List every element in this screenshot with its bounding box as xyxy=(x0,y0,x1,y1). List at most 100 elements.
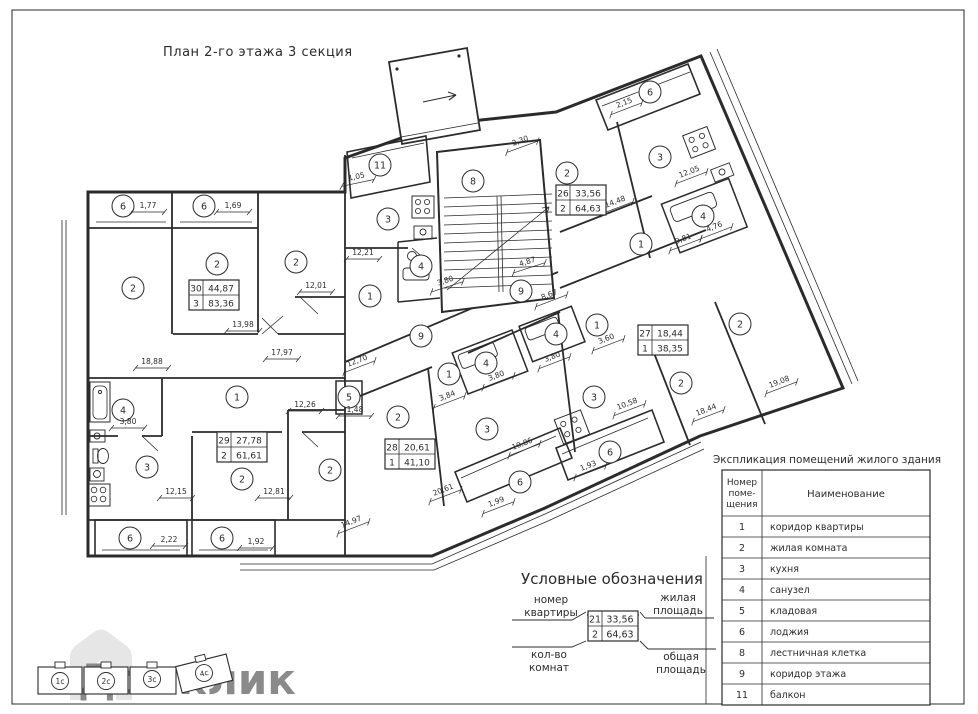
svg-text:12,01: 12,01 xyxy=(305,281,327,290)
svg-text:1,48: 1,48 xyxy=(347,405,364,414)
svg-text:3: 3 xyxy=(739,564,745,575)
svg-text:2: 2 xyxy=(678,379,684,390)
svg-text:2,22: 2,22 xyxy=(161,535,178,544)
entrance-vestibule xyxy=(387,46,482,146)
drawing-frame xyxy=(11,9,965,705)
room-number: 6 xyxy=(598,440,622,464)
keyplan-section: 4с xyxy=(174,653,234,694)
room-number: 6 xyxy=(111,194,135,218)
room-number: 3 xyxy=(582,385,606,409)
room-number: 6 xyxy=(508,470,532,494)
svg-text:1,05: 1,05 xyxy=(347,170,365,182)
svg-text:балкон: балкон xyxy=(770,690,806,701)
svg-text:6: 6 xyxy=(201,202,207,213)
svg-text:18,44: 18,44 xyxy=(657,330,683,340)
svg-text:20,61: 20,61 xyxy=(404,444,430,454)
svg-text:11: 11 xyxy=(374,161,386,172)
room-number: 9 xyxy=(509,279,533,303)
room-number: 6 xyxy=(192,194,216,218)
room-number: 1 xyxy=(585,313,609,337)
sink-icon xyxy=(89,467,105,482)
dimension-label: 3,80 xyxy=(108,417,148,432)
svg-text:6: 6 xyxy=(517,478,523,489)
svg-text:1: 1 xyxy=(446,370,452,381)
room-number: 3 xyxy=(135,455,159,479)
svg-text:площадь: площадь xyxy=(653,605,703,617)
svg-text:21: 21 xyxy=(589,615,601,626)
room-number: 4 xyxy=(111,398,135,422)
svg-text:4: 4 xyxy=(553,330,559,341)
svg-text:лоджия: лоджия xyxy=(770,627,809,638)
svg-text:2: 2 xyxy=(739,543,745,554)
room-number: 2 xyxy=(728,312,752,336)
room-number: 6 xyxy=(638,80,662,104)
svg-text:9: 9 xyxy=(518,287,524,298)
svg-text:5: 5 xyxy=(739,606,745,617)
svg-text:2: 2 xyxy=(293,258,299,269)
svg-text:8: 8 xyxy=(470,177,476,188)
room-number: 1 xyxy=(225,385,249,409)
room-number: 4 xyxy=(691,204,715,228)
svg-text:30: 30 xyxy=(190,285,202,295)
dimension-label: 12,81 xyxy=(254,487,294,502)
svg-text:4: 4 xyxy=(483,359,489,370)
svg-text:4с: 4с xyxy=(199,668,210,679)
stair-treads xyxy=(443,193,553,293)
svg-text:коридор этажа: коридор этажа xyxy=(770,669,846,680)
stove-icon xyxy=(87,483,111,507)
svg-text:4: 4 xyxy=(739,585,745,596)
svg-text:квартиры: квартиры xyxy=(524,607,578,619)
keyplan-section: 1с xyxy=(37,661,83,695)
svg-text:33,56: 33,56 xyxy=(606,615,633,626)
svg-text:6: 6 xyxy=(219,534,225,545)
room-number: 11 xyxy=(368,153,392,177)
svg-text:11: 11 xyxy=(736,690,748,701)
svg-text:2: 2 xyxy=(214,260,220,271)
room-number: 6 xyxy=(118,526,142,550)
svg-text:28: 28 xyxy=(386,444,398,454)
svg-text:27,78: 27,78 xyxy=(236,437,262,447)
svg-text:лестничная клетка: лестничная клетка xyxy=(770,648,866,659)
svg-text:1с: 1с xyxy=(56,677,65,686)
room-number: 3 xyxy=(648,145,672,169)
dimension-label: 1,69 xyxy=(213,201,253,216)
svg-text:2: 2 xyxy=(564,169,570,180)
svg-text:1: 1 xyxy=(367,292,373,303)
svg-text:17,97: 17,97 xyxy=(271,348,293,357)
svg-text:1,69: 1,69 xyxy=(225,201,242,210)
keyplan-section: 3с xyxy=(129,661,177,695)
svg-text:2: 2 xyxy=(221,452,227,462)
room-number: 2 xyxy=(205,252,229,276)
svg-text:кол-во: кол-во xyxy=(531,649,567,661)
dimension-label: 12,21 xyxy=(343,248,383,263)
svg-text:3: 3 xyxy=(385,215,391,226)
room-number: 2 xyxy=(318,458,342,482)
svg-text:комнат: комнат xyxy=(529,662,569,674)
dimension-label: 17,97 xyxy=(262,348,302,363)
door-leaves xyxy=(141,247,428,452)
room-number: 1 xyxy=(629,232,653,256)
room-number: 2 xyxy=(230,467,254,491)
sink-icon xyxy=(709,162,735,183)
dimension-label: 18,88 xyxy=(132,357,172,372)
balcony-11-outline xyxy=(346,135,431,199)
balcony-railings xyxy=(61,48,859,571)
svg-text:44,87: 44,87 xyxy=(208,285,234,295)
svg-text:номер: номер xyxy=(534,594,569,606)
stove-icon xyxy=(681,125,717,159)
dimension-label: 2,22 xyxy=(149,535,189,550)
room-number: 5 xyxy=(337,385,361,409)
room-number: 4 xyxy=(544,322,568,346)
svg-text:2: 2 xyxy=(737,320,743,331)
dimension-label: 12,26 xyxy=(285,400,325,415)
svg-text:29: 29 xyxy=(218,437,230,447)
svg-text:12,15: 12,15 xyxy=(165,487,187,496)
room-number: 8 xyxy=(461,169,485,193)
